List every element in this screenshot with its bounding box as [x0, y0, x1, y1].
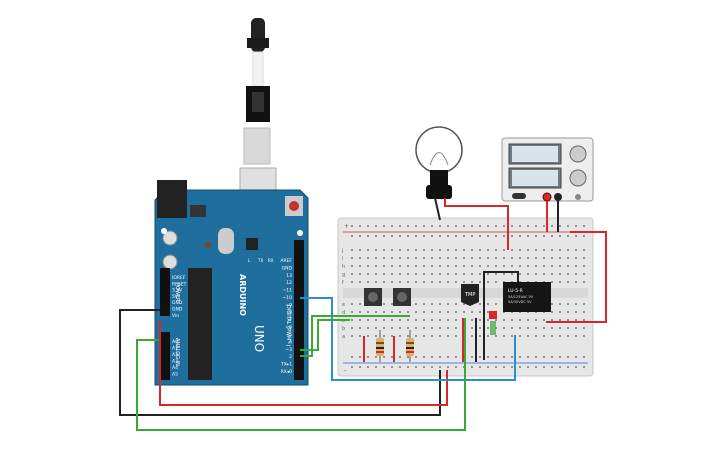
- pin-label: Vin: [172, 313, 179, 319]
- pin-label: A0: [172, 339, 178, 345]
- temperature-sensor[interactable]: TMP: [461, 284, 479, 306]
- pin-label: RX◂0: [281, 369, 292, 375]
- temp-sensor-label: TMP: [464, 292, 475, 298]
- wires[interactable]: [119, 197, 607, 431]
- light-bulb[interactable]: [415, 126, 463, 199]
- pin-label: ~5: [285, 332, 292, 338]
- wire-relay-black: [483, 271, 519, 360]
- pin-label: RESET: [172, 281, 187, 287]
- pin-label: AREF: [280, 258, 292, 264]
- rail-plus-label: +: [344, 223, 349, 230]
- row-letter: a: [342, 334, 345, 340]
- wire-rail-red: [546, 231, 607, 323]
- led-label: L: [248, 258, 251, 263]
- pin-label: GND: [172, 307, 183, 313]
- pin-label: 4: [289, 339, 292, 345]
- power-supply[interactable]: [501, 137, 594, 202]
- relay-text-1: LU-5-R: [508, 288, 523, 294]
- pushbutton-1[interactable]: [364, 288, 382, 306]
- relay-text-2: 5A/125VAC 5V: [508, 295, 534, 299]
- pin-label: 5V: [172, 294, 179, 300]
- pin-label: ~3: [285, 347, 292, 353]
- row-letter: e: [342, 302, 345, 308]
- pin-label: GND: [282, 265, 293, 271]
- wire-bulb-black: [434, 197, 441, 221]
- pin-label: 13: [286, 273, 292, 279]
- digital-section-label: DIGITAL (PWM~): [285, 305, 291, 347]
- pushbutton-2[interactable]: [393, 288, 411, 306]
- row-letter: j: [341, 248, 343, 254]
- pin-label: A1: [172, 346, 178, 352]
- wire-d2-green: [300, 315, 410, 357]
- row-letter: i: [342, 256, 343, 262]
- row-letter: d: [342, 310, 345, 316]
- row-letter: g: [342, 272, 345, 278]
- wire-d10-blue: [300, 297, 516, 381]
- pin-label: A5: [172, 372, 178, 378]
- pin-label: ~11: [283, 288, 293, 294]
- wire-bulb-red: [444, 198, 509, 250]
- arduino-brand: ARDUINO: [238, 274, 247, 316]
- analog-section-label: ANALOG IN: [174, 338, 180, 366]
- pin-label: 8: [289, 310, 292, 316]
- led[interactable]: [489, 311, 497, 335]
- pin-label: 2: [289, 354, 292, 360]
- wire-5v-red: [159, 320, 448, 406]
- pin-label: ~9: [285, 302, 292, 308]
- pin-label: ~10: [283, 295, 293, 301]
- wire-d3-green: [300, 319, 350, 351]
- relay[interactable]: LU-5-R 5A/125VAC 5V 5A/30VDC 5V: [503, 282, 551, 312]
- pin-label: GND: [172, 300, 183, 306]
- relay-text-3: 5A/30VDC 5V: [508, 300, 532, 304]
- pin-label: 7: [289, 317, 292, 323]
- arduino-model: UNO: [252, 325, 266, 352]
- row-letter: b: [342, 326, 345, 332]
- row-letter: h: [342, 264, 345, 270]
- led-label: TX: [257, 258, 263, 263]
- pin-label: 3.3V: [172, 288, 183, 294]
- wire-a0-green: [136, 318, 466, 431]
- pin-label: TX▸1: [280, 362, 292, 368]
- pin-label: IOREF: [172, 275, 186, 281]
- resistor-1[interactable]: [376, 330, 384, 362]
- pin-label: ~6: [285, 325, 292, 331]
- pin-label: A2: [172, 352, 178, 358]
- usb-cable[interactable]: [239, 18, 277, 217]
- resistor-2[interactable]: [406, 330, 414, 362]
- led-label: RX: [268, 258, 274, 263]
- power-section-label: POWER: [174, 283, 180, 302]
- pin-label: A4: [172, 365, 178, 371]
- rail-minus-label: -: [344, 367, 346, 374]
- arduino-board[interactable]: ARDUINO UNO POWER ANALOG IN DIGITAL (PWM…: [154, 180, 309, 386]
- pin-label: A3: [172, 359, 178, 365]
- row-letter: f: [342, 280, 344, 286]
- wire-gnd-black: [119, 309, 441, 416]
- pin-label: 12: [286, 280, 292, 286]
